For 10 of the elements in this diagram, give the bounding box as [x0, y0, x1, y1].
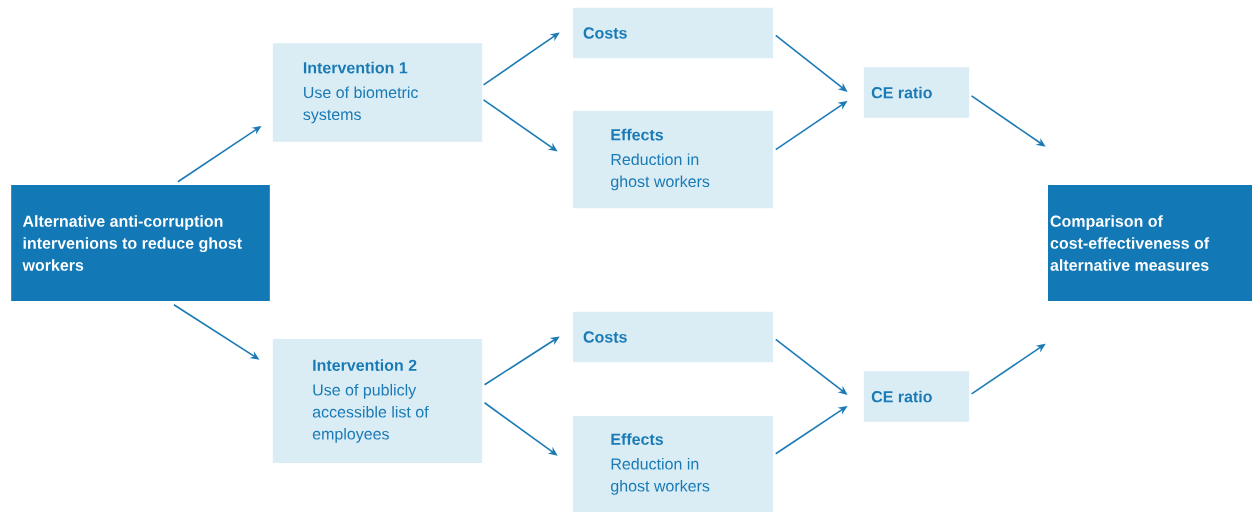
- step-box: CE ratio: [863, 67, 970, 118]
- step-box: CE ratio: [863, 371, 970, 422]
- step-box: Effects Reduction in ghost workers: [573, 110, 773, 209]
- step-box: Intervention 2 Use of publicly accessible list of employees: [272, 339, 483, 463]
- step-box: Intervention 1 Use of biometric systems: [272, 43, 483, 142]
- start-box: Alternative anti-corruption intervenions to reduce ghost workers: [11, 185, 270, 301]
- step-box: Effects Reduction in ghost workers: [573, 416, 773, 512]
- step-box: Costs: [573, 7, 773, 59]
- step-box: Costs: [573, 311, 773, 363]
- result-box: Comparison of cost-effectiveness of alternative measures: [1048, 185, 1252, 301]
